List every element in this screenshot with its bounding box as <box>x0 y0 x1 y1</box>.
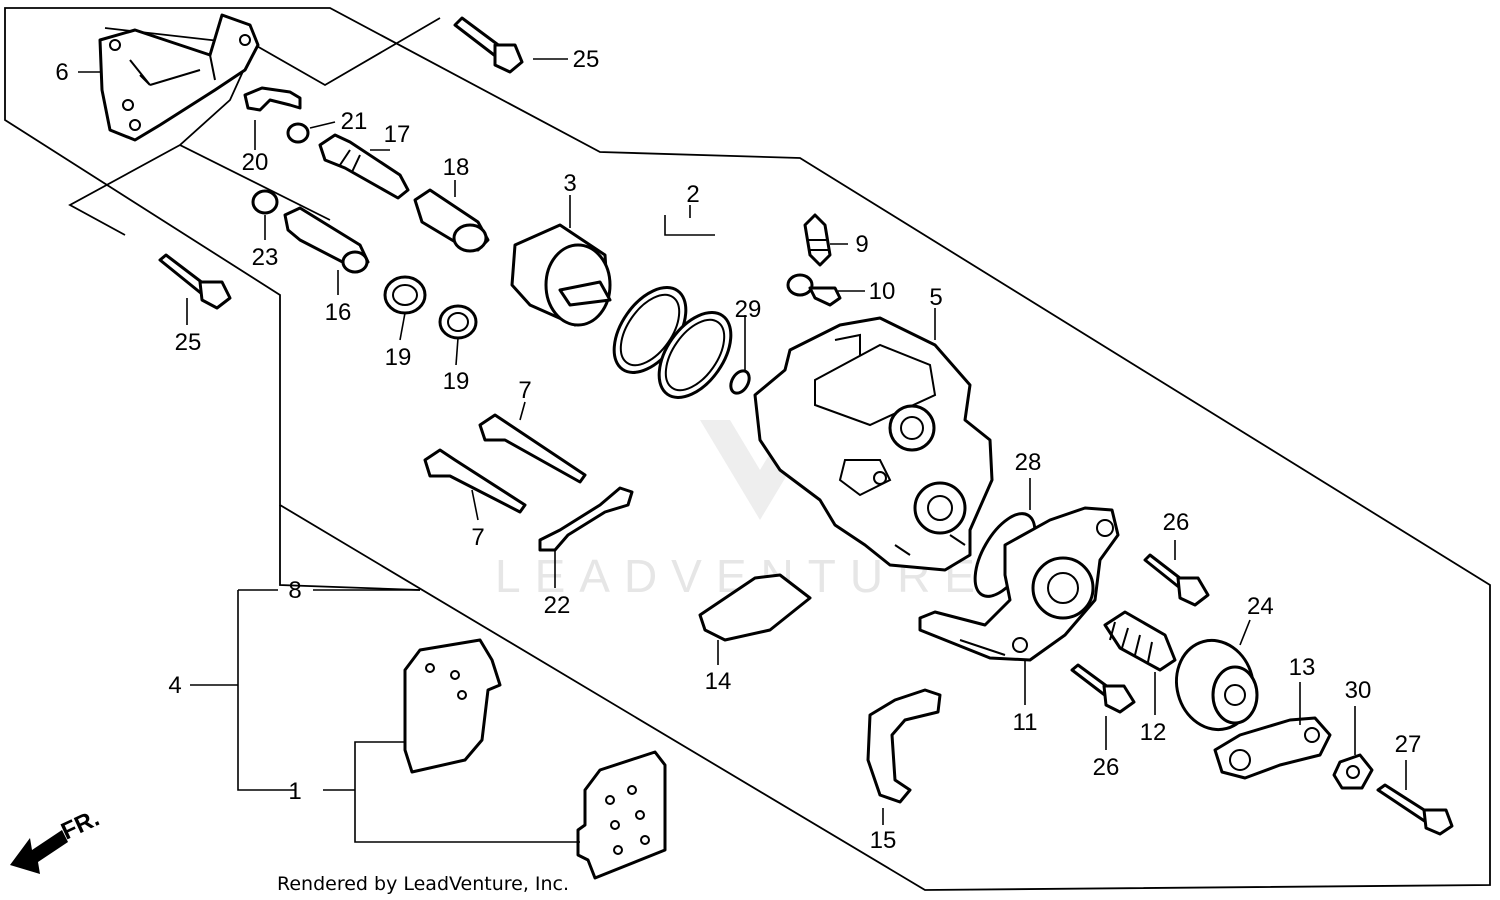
bracket-part-6 <box>98 13 260 142</box>
boot-part-19b <box>438 304 478 340</box>
bolt-part-27 <box>1376 783 1454 836</box>
callout-26b: 26 <box>1093 754 1120 781</box>
bolt-part-25a <box>453 16 524 74</box>
callout-4: 4 <box>168 672 181 699</box>
pad-pin-part-7a <box>478 413 587 484</box>
pin-clip-part-20 <box>243 86 302 112</box>
callout-1: 1 <box>288 778 301 805</box>
bolt-part-26b <box>1070 663 1136 714</box>
callout-25b: 25 <box>175 329 202 356</box>
caliper-body-part-5 <box>753 316 994 572</box>
seal-part-2 <box>612 286 733 399</box>
callout-6: 6 <box>55 59 68 86</box>
washer-part-23 <box>251 189 279 215</box>
pad-spring-part-22 <box>538 486 634 552</box>
callout-11: 11 <box>1013 709 1038 736</box>
callout-2: 2 <box>686 181 699 208</box>
pad-group-box <box>279 505 421 591</box>
boot-part-12 <box>1103 610 1177 672</box>
callout-29: 29 <box>735 296 762 323</box>
boot-part-19a <box>383 275 427 315</box>
callout-27: 27 <box>1395 731 1422 758</box>
bolt-part-26a <box>1143 553 1210 607</box>
spacer-part-24 <box>1174 638 1259 732</box>
callout-15: 15 <box>870 827 897 854</box>
callout-19a: 19 <box>385 344 412 371</box>
ring-part-29 <box>729 369 751 395</box>
callout-9: 9 <box>855 231 868 258</box>
callout-labels: 1 2 3 4 5 6 7 7 8 9 10 11 12 13 14 15 16… <box>55 46 1421 854</box>
callout-23: 23 <box>252 244 279 271</box>
callout-13: 13 <box>1289 654 1316 681</box>
callout-7a: 7 <box>518 377 531 404</box>
callout-7b: 7 <box>471 524 484 551</box>
leader-lines <box>78 58 1407 843</box>
pad-pin-part-7b <box>423 448 527 514</box>
callout-28: 28 <box>1015 449 1042 476</box>
callout-3: 3 <box>563 170 576 197</box>
bleeder-cap-part-10 <box>786 273 842 307</box>
washer-part-21 <box>286 122 310 144</box>
callout-10: 10 <box>869 278 896 305</box>
callout-22: 22 <box>544 592 571 619</box>
nut-part-30 <box>1332 753 1374 790</box>
callout-14: 14 <box>705 668 732 695</box>
callout-17: 17 <box>384 121 411 148</box>
pin-bolt-part-17 <box>318 133 410 200</box>
callout-21: 21 <box>341 108 368 135</box>
dust-boot-part-18 <box>413 188 490 253</box>
brake-pad-lower <box>576 750 667 880</box>
callout-26a: 26 <box>1163 509 1190 536</box>
bolt-part-25b <box>158 253 232 310</box>
callout-12: 12 <box>1140 719 1167 746</box>
callout-18: 18 <box>443 154 470 181</box>
callout-25a: 25 <box>573 46 600 73</box>
callout-30: 30 <box>1345 677 1372 704</box>
front-direction-arrow-icon <box>10 830 68 874</box>
callout-20: 20 <box>242 149 269 176</box>
brake-pad-upper <box>403 638 502 774</box>
pad-retainer-part-14 <box>698 573 812 642</box>
bracket-part-15 <box>866 688 942 804</box>
assembly-outline <box>4 7 1491 891</box>
callout-16: 16 <box>325 299 352 326</box>
callout-24: 24 <box>1247 593 1274 620</box>
arm-part-13 <box>1213 716 1332 780</box>
slide-pin-part-16 <box>283 206 370 274</box>
callout-19b: 19 <box>443 368 470 395</box>
bleeder-part-9 <box>803 213 832 267</box>
callout-8: 8 <box>288 577 301 604</box>
credit-text: Rendered by LeadVenture, Inc. <box>277 873 569 895</box>
support-bracket-part-11 <box>918 506 1120 662</box>
callout-5: 5 <box>929 284 942 311</box>
piston-part-3 <box>510 223 612 327</box>
